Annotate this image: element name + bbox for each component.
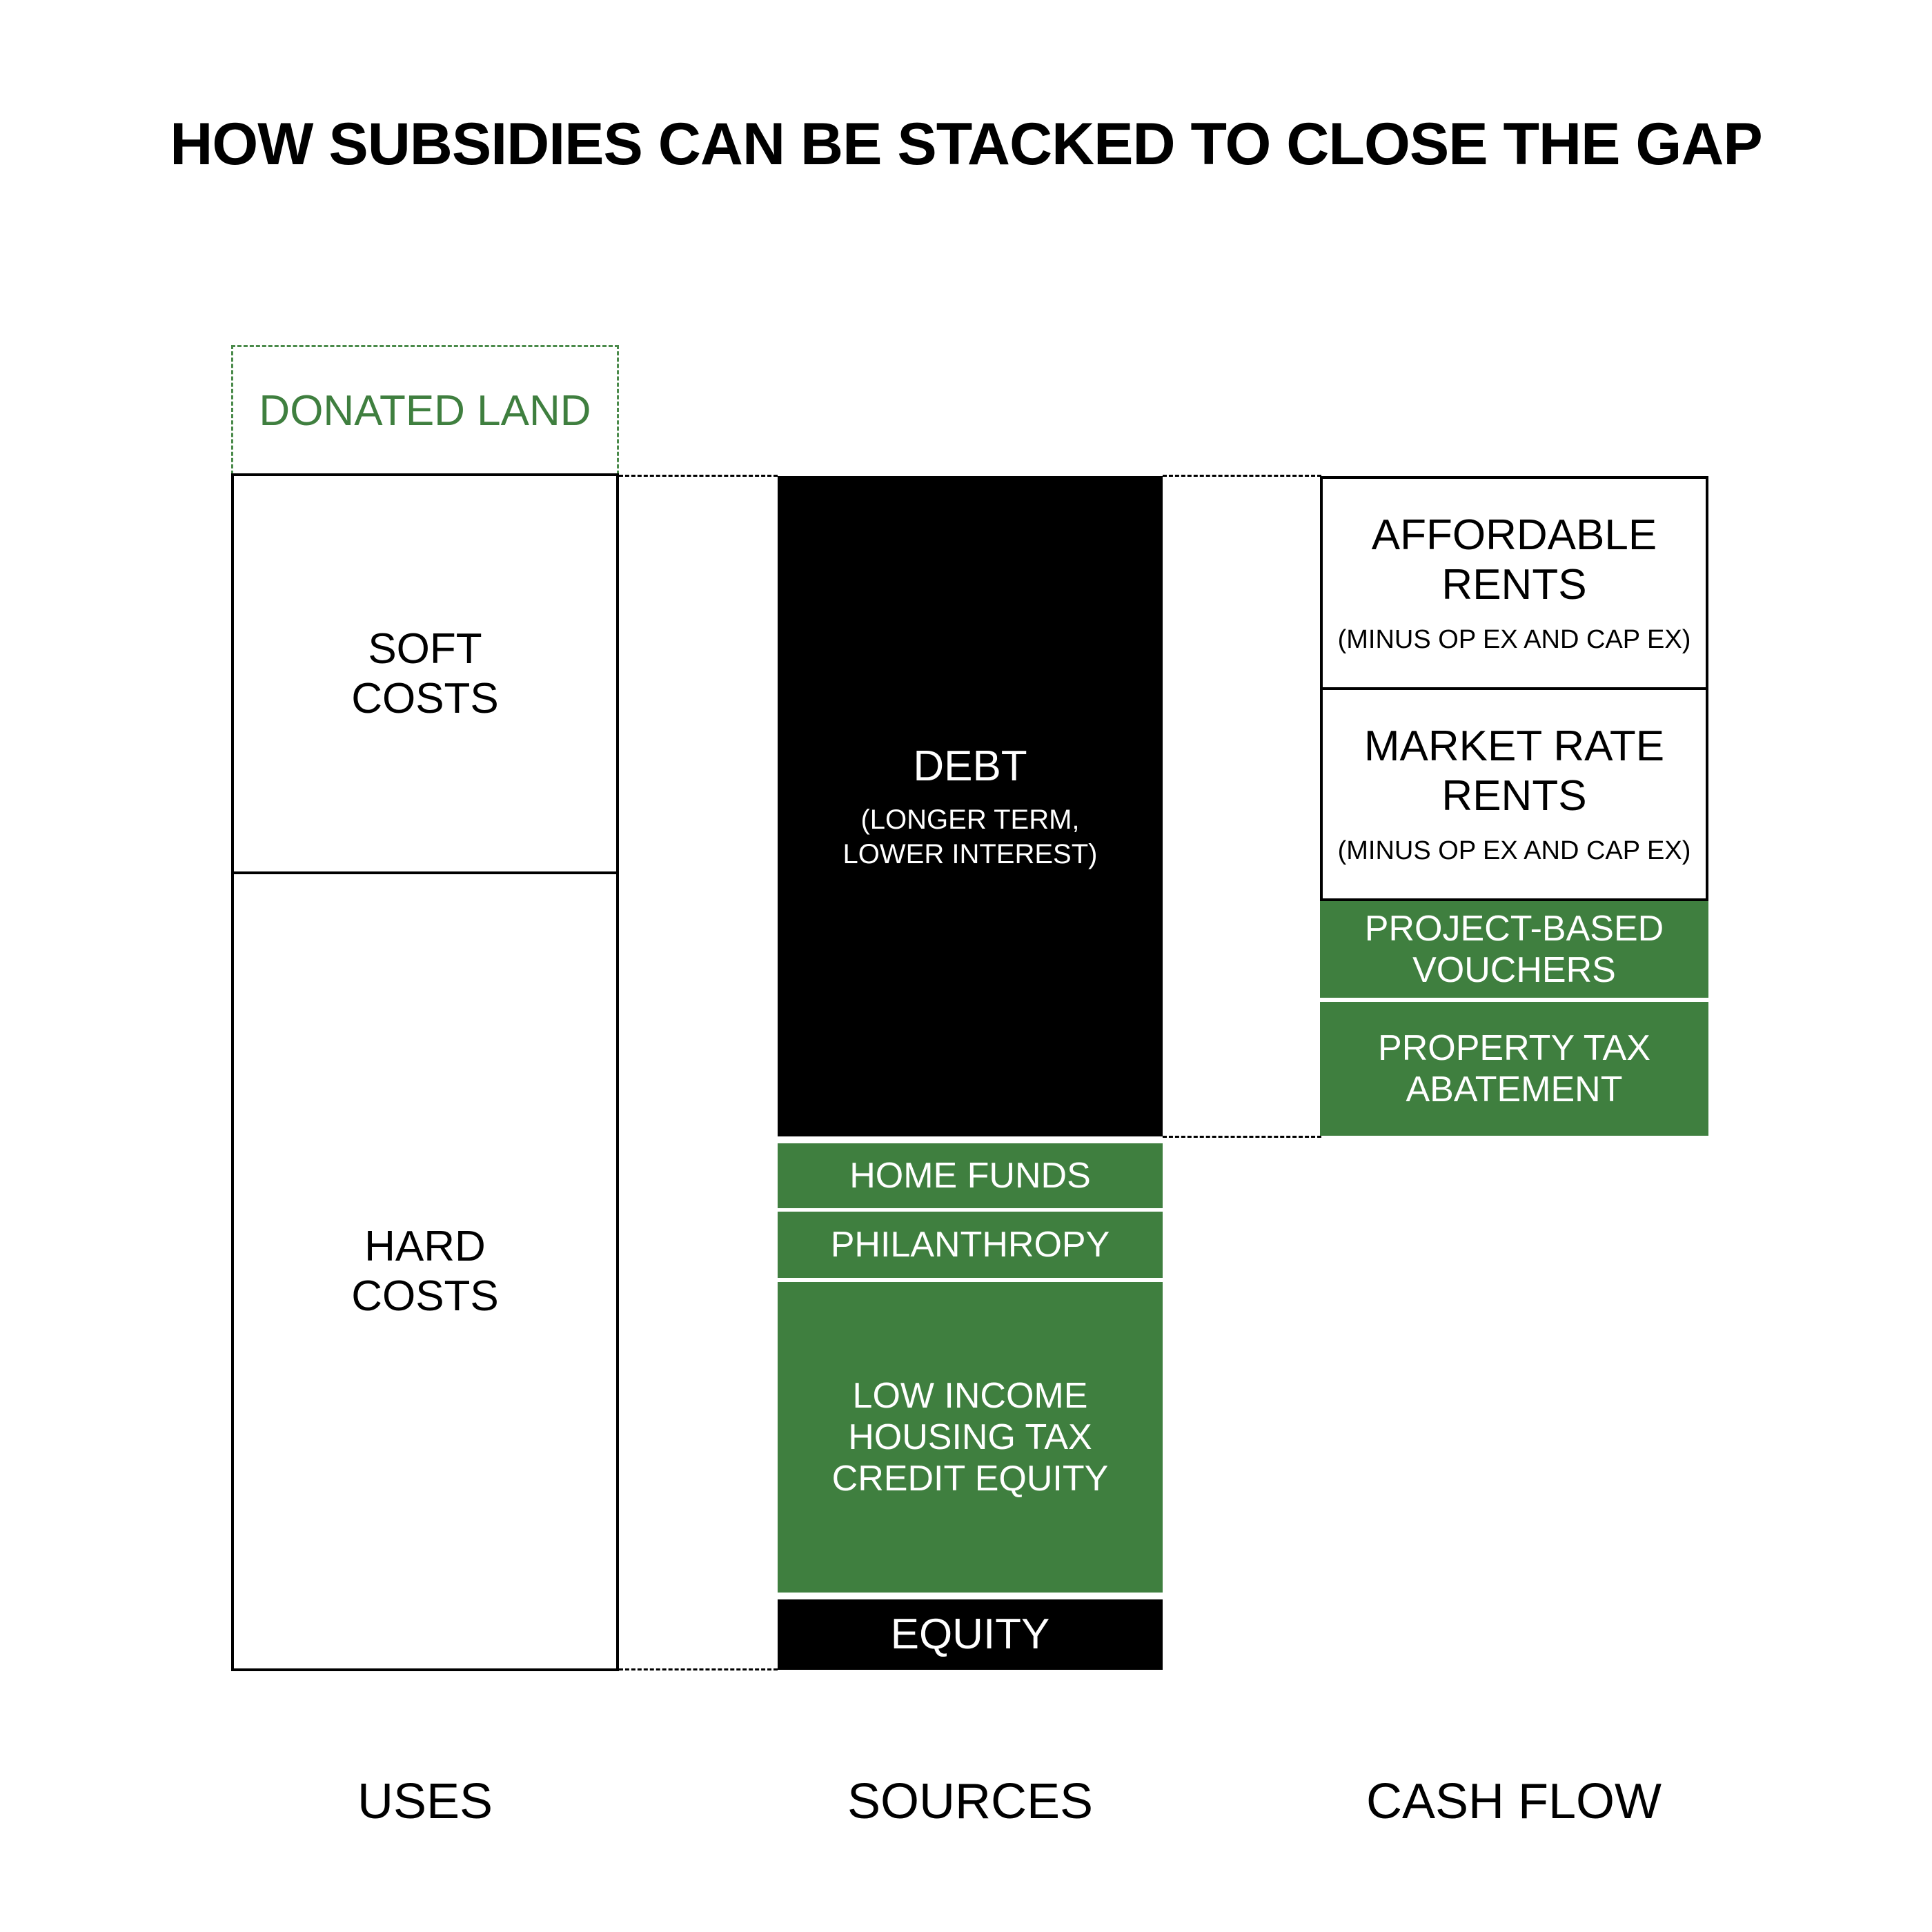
philanthropy-block: PHILANTHROPY — [778, 1212, 1163, 1278]
debt-note: (LONGER TERM, LOWER INTEREST) — [842, 804, 1098, 869]
property-tax-abatement-block: PROPERTY TAX ABATEMENT — [1320, 1002, 1708, 1136]
donated-land-block: DONATED LAND — [231, 345, 619, 475]
soft-costs-block: SOFT COSTS — [231, 473, 619, 874]
uses-column-label: USES — [357, 1774, 493, 1829]
equity-block: EQUITY — [778, 1599, 1163, 1670]
project-based-vouchers-block: PROJECT-BASED VOUCHERS — [1320, 901, 1708, 998]
hard-costs-block: HARD COSTS — [231, 871, 619, 1671]
affordable-rents-label: AFFORDABLE RENTS — [1371, 511, 1657, 609]
property-tax-abatement-label: PROPERTY TAX ABATEMENT — [1378, 1028, 1650, 1110]
cash-flow-column-label: CASH FLOW — [1366, 1774, 1662, 1829]
philanthropy-label: PHILANTHROPY — [830, 1225, 1110, 1265]
affordable-rents-block: AFFORDABLE RENTS (MINUS OP EX AND CAP EX… — [1320, 476, 1708, 690]
market-rate-rents-label: MARKET RATE RENTS — [1363, 722, 1665, 820]
home-funds-block: HOME FUNDS — [778, 1143, 1163, 1208]
sources-column-label: SOURCES — [847, 1774, 1094, 1829]
top-connector-right — [1163, 475, 1321, 477]
market-rate-rents-block: MARKET RATE RENTS (MINUS OP EX AND CAP E… — [1320, 687, 1708, 901]
page-title: HOW SUBSIDIES CAN BE STACKED TO CLOSE TH… — [170, 111, 1762, 177]
bottom-connector-left — [619, 1668, 778, 1670]
project-based-vouchers-label: PROJECT-BASED VOUCHERS — [1364, 909, 1664, 990]
equity-label: EQUITY — [890, 1610, 1050, 1658]
affordable-rents-note: (MINUS OP EX AND CAP EX) — [1337, 625, 1691, 654]
lihtc-block: LOW INCOME HOUSING TAX CREDIT EQUITY — [778, 1282, 1163, 1593]
lihtc-label: LOW INCOME HOUSING TAX CREDIT EQUITY — [831, 1376, 1109, 1499]
market-rate-rents-note: (MINUS OP EX AND CAP EX) — [1337, 836, 1691, 865]
home-funds-label: HOME FUNDS — [849, 1156, 1091, 1196]
debt-label: DEBT — [913, 742, 1027, 790]
hard-costs-label: HARD COSTS — [351, 1222, 499, 1320]
debt-block: DEBT (LONGER TERM, LOWER INTEREST) — [778, 476, 1163, 1136]
soft-costs-label: SOFT COSTS — [351, 624, 499, 722]
top-connector-left — [619, 475, 778, 477]
debt-bottom-connector-right — [1163, 1136, 1321, 1138]
donated-land-label: DONATED LAND — [259, 386, 591, 435]
